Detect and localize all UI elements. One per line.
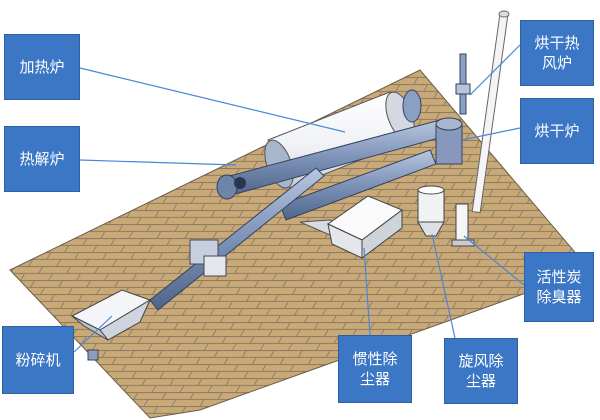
label-hot-air-stove: 烘干热 风炉 bbox=[520, 20, 594, 86]
inertial-dust-collector bbox=[327, 195, 404, 259]
label-pyrolysis-furnace: 热解炉 bbox=[4, 126, 80, 192]
leader-lines bbox=[73, 44, 525, 353]
label-cyclone-dust-collector: 旋风除 尘器 bbox=[444, 338, 518, 404]
hot-air-stove bbox=[455, 53, 471, 115]
dryer bbox=[435, 117, 463, 165]
label-dryer: 烘干炉 bbox=[520, 98, 594, 164]
pyrolysis-furnace-tube bbox=[216, 89, 447, 200]
cyclone-dust-collector bbox=[417, 185, 445, 237]
label-inertial-dust-collector: 惯性除 尘器 bbox=[338, 335, 412, 403]
chimney-pipe bbox=[471, 10, 510, 214]
crusher-hopper bbox=[70, 289, 152, 361]
screw-conveyor bbox=[149, 167, 325, 311]
label-heating-furnace: 加热炉 bbox=[4, 34, 80, 100]
label-activated-carbon-deodorizer: 活性炭 除臭器 bbox=[524, 252, 594, 322]
label-crusher: 粉碎机 bbox=[2, 326, 74, 394]
activated-carbon-deodorizer bbox=[451, 203, 475, 247]
